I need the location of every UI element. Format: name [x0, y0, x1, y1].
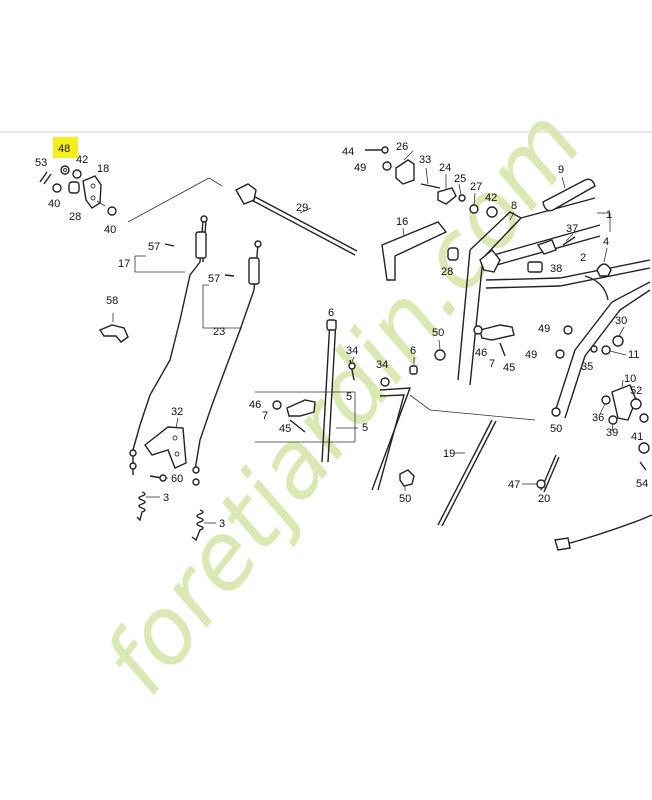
label-32: 32	[171, 406, 183, 418]
label-34-left: 34	[346, 345, 358, 357]
label-53: 53	[35, 157, 47, 169]
label-20: 20	[538, 493, 550, 505]
label-9: 9	[558, 164, 564, 176]
nut-50-lower	[399, 469, 415, 487]
label-40-left: 40	[48, 198, 60, 210]
spring-3-left	[136, 491, 146, 522]
guide-lines	[409, 394, 536, 421]
label-47: 47	[508, 479, 520, 491]
label-41: 41	[631, 431, 643, 443]
label-1: 1	[606, 209, 612, 221]
label-52: 52	[630, 385, 642, 397]
label-37: 37	[566, 223, 578, 235]
bracket-lead-line	[127, 177, 223, 223]
label-45-mid: 45	[279, 423, 291, 435]
label-27: 27	[470, 181, 482, 193]
rod-29	[235, 183, 358, 256]
label-4: 4	[603, 236, 609, 248]
part-labels: 48 53 42 18 40 28 40 44 26 49 33 24 25 2…	[35, 141, 648, 530]
label-28-left: 28	[69, 211, 81, 223]
label-5-lower: 5	[362, 422, 368, 434]
highlight-box-48	[53, 137, 78, 158]
label-3-left: 3	[163, 492, 169, 504]
leader-lines	[146, 150, 637, 524]
label-7-right: 7	[489, 358, 495, 370]
label-46-mid: 46	[249, 399, 261, 411]
label-2: 2	[580, 252, 586, 264]
label-46-right: 46	[475, 347, 487, 359]
label-6-left: 6	[328, 307, 334, 319]
label-3-right: 3	[219, 518, 225, 530]
label-30: 30	[615, 315, 627, 327]
label-40-lower: 40	[104, 224, 116, 236]
bolt-60	[149, 474, 167, 482]
label-45-right: 45	[503, 362, 515, 374]
label-7-mid: 7	[262, 410, 268, 422]
label-49-lower: 49	[525, 349, 537, 361]
rods-6-5	[321, 319, 418, 491]
top-small-parts	[365, 146, 498, 218]
label-26: 26	[396, 141, 408, 153]
label-10: 10	[624, 373, 636, 385]
label-49-top: 49	[354, 162, 366, 174]
rod-19	[437, 419, 497, 527]
label-35: 35	[581, 361, 593, 373]
label-23: 23	[213, 326, 225, 338]
label-18: 18	[97, 163, 109, 175]
label-39: 39	[606, 427, 618, 439]
label-44: 44	[342, 146, 354, 158]
label-57-lower: 57	[208, 273, 220, 285]
label-60: 60	[171, 473, 183, 485]
label-8: 8	[511, 200, 517, 212]
label-50-mid: 50	[550, 423, 562, 435]
cable-17	[129, 215, 208, 475]
watermark: foretjardin.com	[83, 91, 603, 714]
label-25: 25	[454, 173, 466, 185]
spring-3-right	[191, 509, 204, 542]
label-58: 58	[106, 295, 118, 307]
cable-23	[192, 240, 262, 486]
label-6-right: 6	[410, 345, 416, 357]
label-50-upper: 50	[432, 327, 444, 339]
label-34-right: 34	[376, 359, 388, 371]
hinge-cluster	[39, 137, 117, 216]
label-38: 38	[550, 263, 562, 275]
label-28-mid: 28	[441, 266, 453, 278]
clip-58	[98, 313, 129, 343]
label-48: 48	[58, 143, 70, 155]
watermark-text: foretjardin.com	[83, 91, 603, 714]
label-42: 42	[76, 154, 88, 166]
lower-right-parts	[536, 384, 652, 551]
bracket-32	[144, 426, 187, 469]
label-19: 19	[443, 448, 455, 460]
label-11: 11	[628, 349, 639, 361]
label-5-upper: 5	[346, 391, 352, 403]
label-49-right: 49	[538, 323, 550, 335]
handle-frame	[381, 178, 651, 419]
label-42-top: 42	[485, 192, 497, 204]
label-33: 33	[419, 154, 431, 166]
label-36: 36	[592, 412, 604, 424]
label-57-upper: 57	[148, 241, 160, 253]
label-17: 17	[118, 258, 130, 270]
label-50-lower: 50	[399, 493, 411, 505]
lever-cluster-right	[434, 324, 624, 361]
label-54: 54	[636, 478, 648, 490]
label-24: 24	[439, 162, 451, 174]
label-16: 16	[396, 216, 408, 228]
lever-cluster-middle	[255, 391, 356, 443]
